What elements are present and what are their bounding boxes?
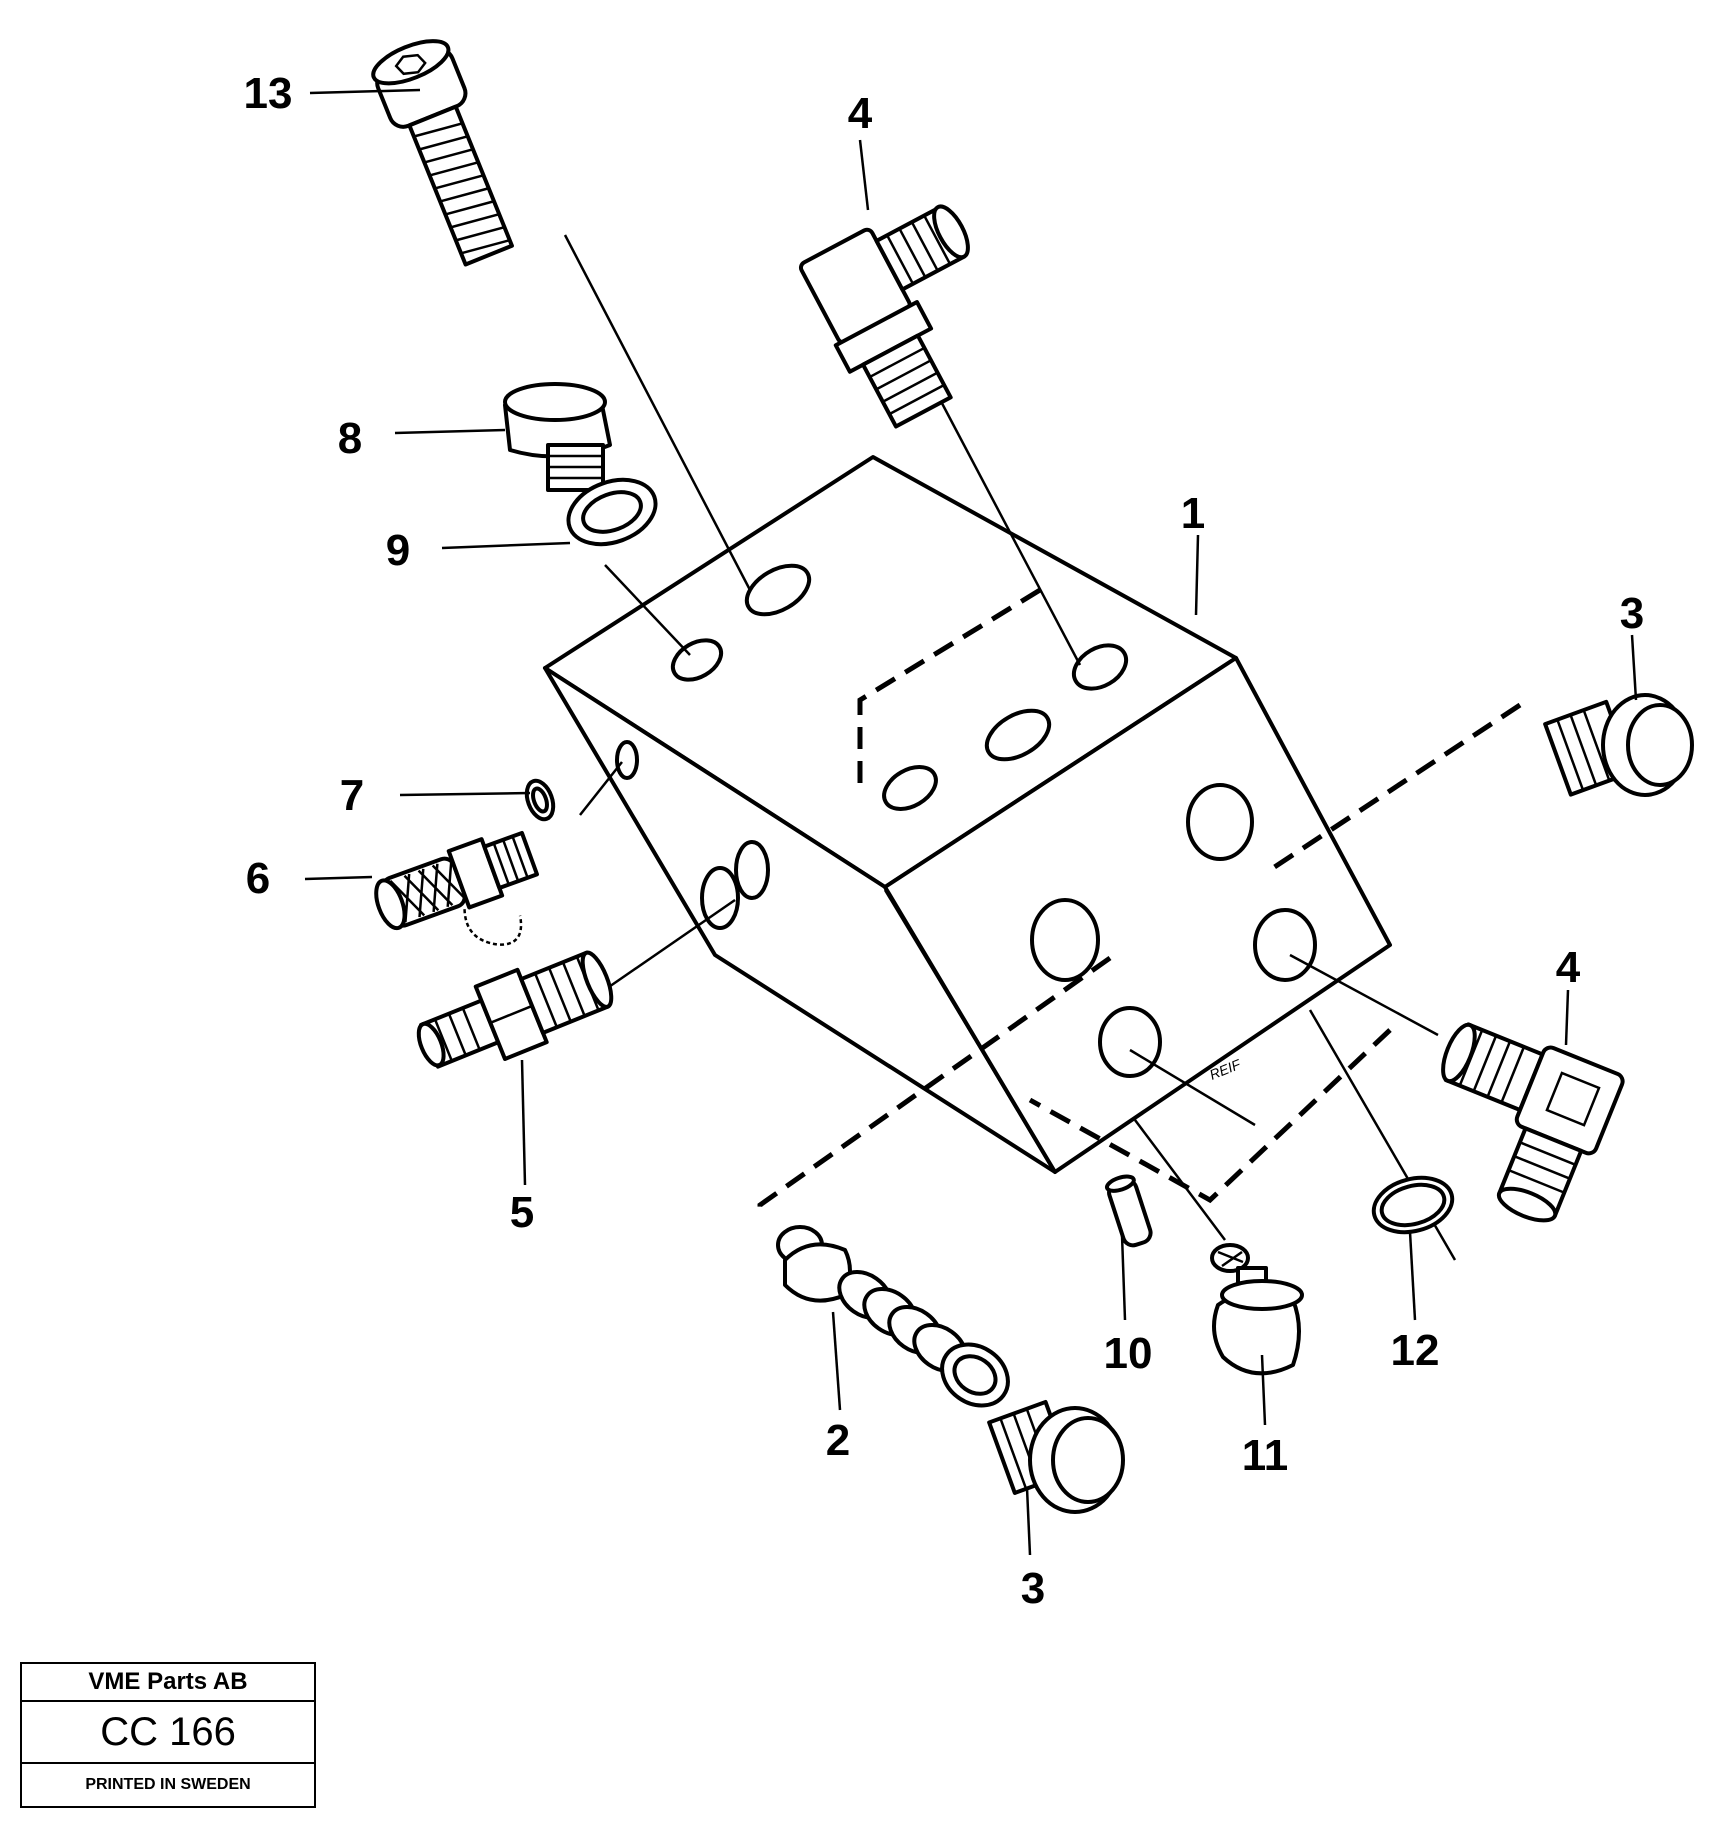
callout-12: 12: [1391, 1326, 1440, 1375]
callout-1: 1: [1181, 489, 1205, 538]
internal-passages: [757, 587, 1522, 1215]
callout-9: 9: [386, 526, 410, 575]
part-10-pin: [1104, 1174, 1153, 1248]
callout-4-lower: 4: [1556, 943, 1581, 992]
callout-11: 11: [1242, 1431, 1289, 1480]
title-block: VME Parts AB CC 166 PRINTED IN SWEDEN: [20, 1662, 316, 1808]
callout-8: 8: [338, 414, 362, 463]
part-12-o-ring: [1371, 1175, 1455, 1235]
part-11-valve-insert: [1210, 1243, 1304, 1376]
part-3-bottom-plug: [987, 1399, 1125, 1514]
callout-2: 2: [826, 1416, 850, 1465]
callout-10: 10: [1104, 1329, 1153, 1378]
part-5-nipple: [416, 950, 614, 1069]
callout-leaders: [304, 88, 1638, 1556]
part-13-cap-screw: [371, 39, 514, 267]
part-4-lower-elbow-fitting: [1441, 1022, 1625, 1223]
callout-13: 13: [244, 69, 293, 118]
drawing-code: CC 166: [22, 1702, 314, 1764]
printed-note: PRINTED IN SWEDEN: [85, 1776, 251, 1793]
part-9-washer: [566, 477, 658, 547]
callout-3-bottom: 3: [1021, 1564, 1045, 1613]
part-3-right-plug: [1543, 693, 1694, 797]
part-7-o-ring: [524, 778, 556, 822]
part-2-spring-poppet: [776, 1225, 1010, 1408]
callout-3-right: 3: [1620, 589, 1644, 638]
callout-6: 6: [246, 854, 270, 903]
callout-5: 5: [510, 1188, 534, 1237]
part-8-plug: [503, 382, 612, 492]
part-4-upper-elbow-fitting: [798, 204, 970, 429]
part-6-test-nipple: [374, 830, 539, 946]
company-name: VME Parts AB: [22, 1664, 314, 1702]
callout-numbers: 1 2 3 3 4 4 5 6 7 8 9 10 11 12 13: [244, 69, 1645, 1613]
callout-7: 7: [340, 771, 364, 820]
valve-block: REIF: [543, 455, 1392, 1174]
callout-4-upper: 4: [848, 89, 873, 138]
